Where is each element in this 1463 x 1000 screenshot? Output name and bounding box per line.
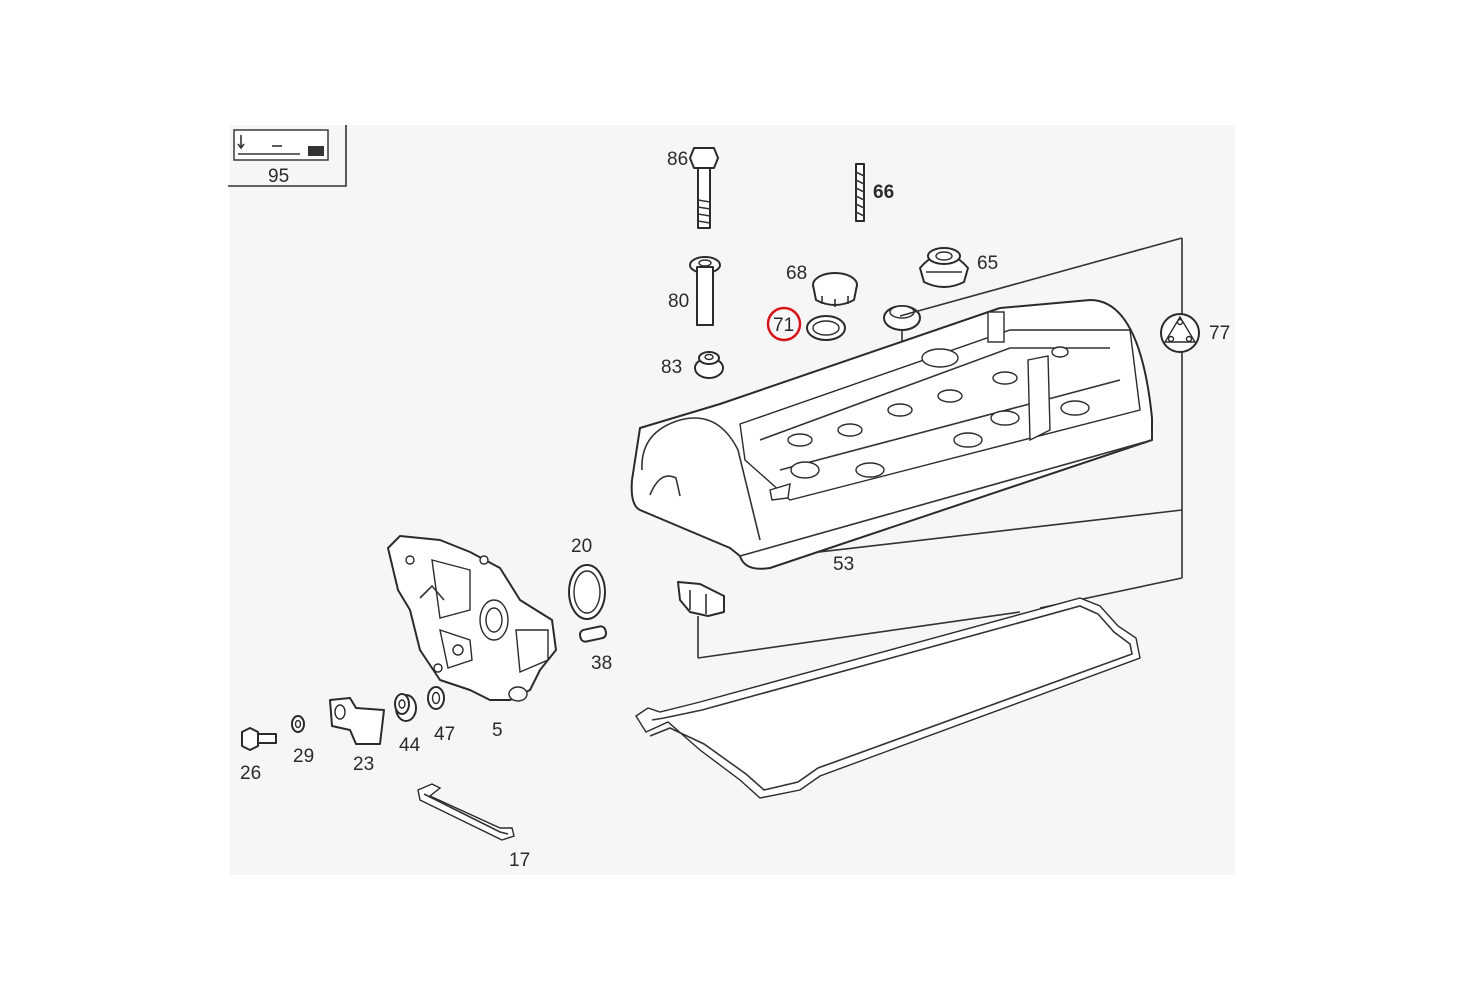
- label-26: 26: [240, 763, 261, 784]
- part-29-washer: [291, 715, 305, 733]
- label-77: 77: [1209, 323, 1230, 344]
- part-5-timing-cover: [387, 535, 557, 702]
- part-71-seal-ring: [806, 315, 846, 341]
- part-23-bracket: [329, 697, 385, 745]
- part-68-filler-cap: [812, 272, 858, 307]
- label-44: 44: [399, 735, 421, 756]
- label-38: 38: [591, 653, 612, 674]
- label-23: 23: [353, 754, 374, 775]
- part-65-grommet: [919, 247, 969, 288]
- label-68: 68: [786, 263, 807, 284]
- part-66-spring: [855, 163, 865, 222]
- leader-frame-lines: [697, 237, 1183, 659]
- part-53-valve-cover: [630, 299, 1153, 570]
- label-71: 71: [773, 315, 794, 336]
- label-29: 29: [293, 746, 314, 767]
- part-86-bolt: [689, 147, 719, 229]
- label-17: 17: [509, 850, 530, 871]
- part-80-sleeve: [689, 256, 721, 326]
- label-83: 83: [661, 357, 682, 378]
- label-5: 5: [492, 720, 503, 741]
- label-53: 53: [833, 554, 854, 575]
- part-44-plug: [394, 693, 417, 722]
- part-95-icon-box: [228, 125, 347, 187]
- label-66: 66: [873, 182, 894, 203]
- part-38-pin: [578, 625, 608, 643]
- label-80: 80: [668, 291, 689, 312]
- part-26-bolt: [241, 727, 277, 751]
- part-77-triangle-seal: [1160, 313, 1200, 353]
- label-86: 86: [667, 149, 688, 170]
- label-95: 95: [268, 166, 289, 187]
- label-47: 47: [434, 724, 455, 745]
- part-47-washer: [427, 686, 445, 710]
- label-20: 20: [571, 536, 592, 557]
- part-17-gasket-strip: [417, 783, 515, 841]
- part-valve-cover-gasket: [635, 597, 1141, 799]
- part-20-o-ring: [568, 564, 606, 620]
- part-clip: [677, 581, 725, 617]
- highlight-circle-71: [766, 306, 802, 342]
- label-65: 65: [977, 253, 998, 274]
- part-83-grommet: [694, 351, 724, 379]
